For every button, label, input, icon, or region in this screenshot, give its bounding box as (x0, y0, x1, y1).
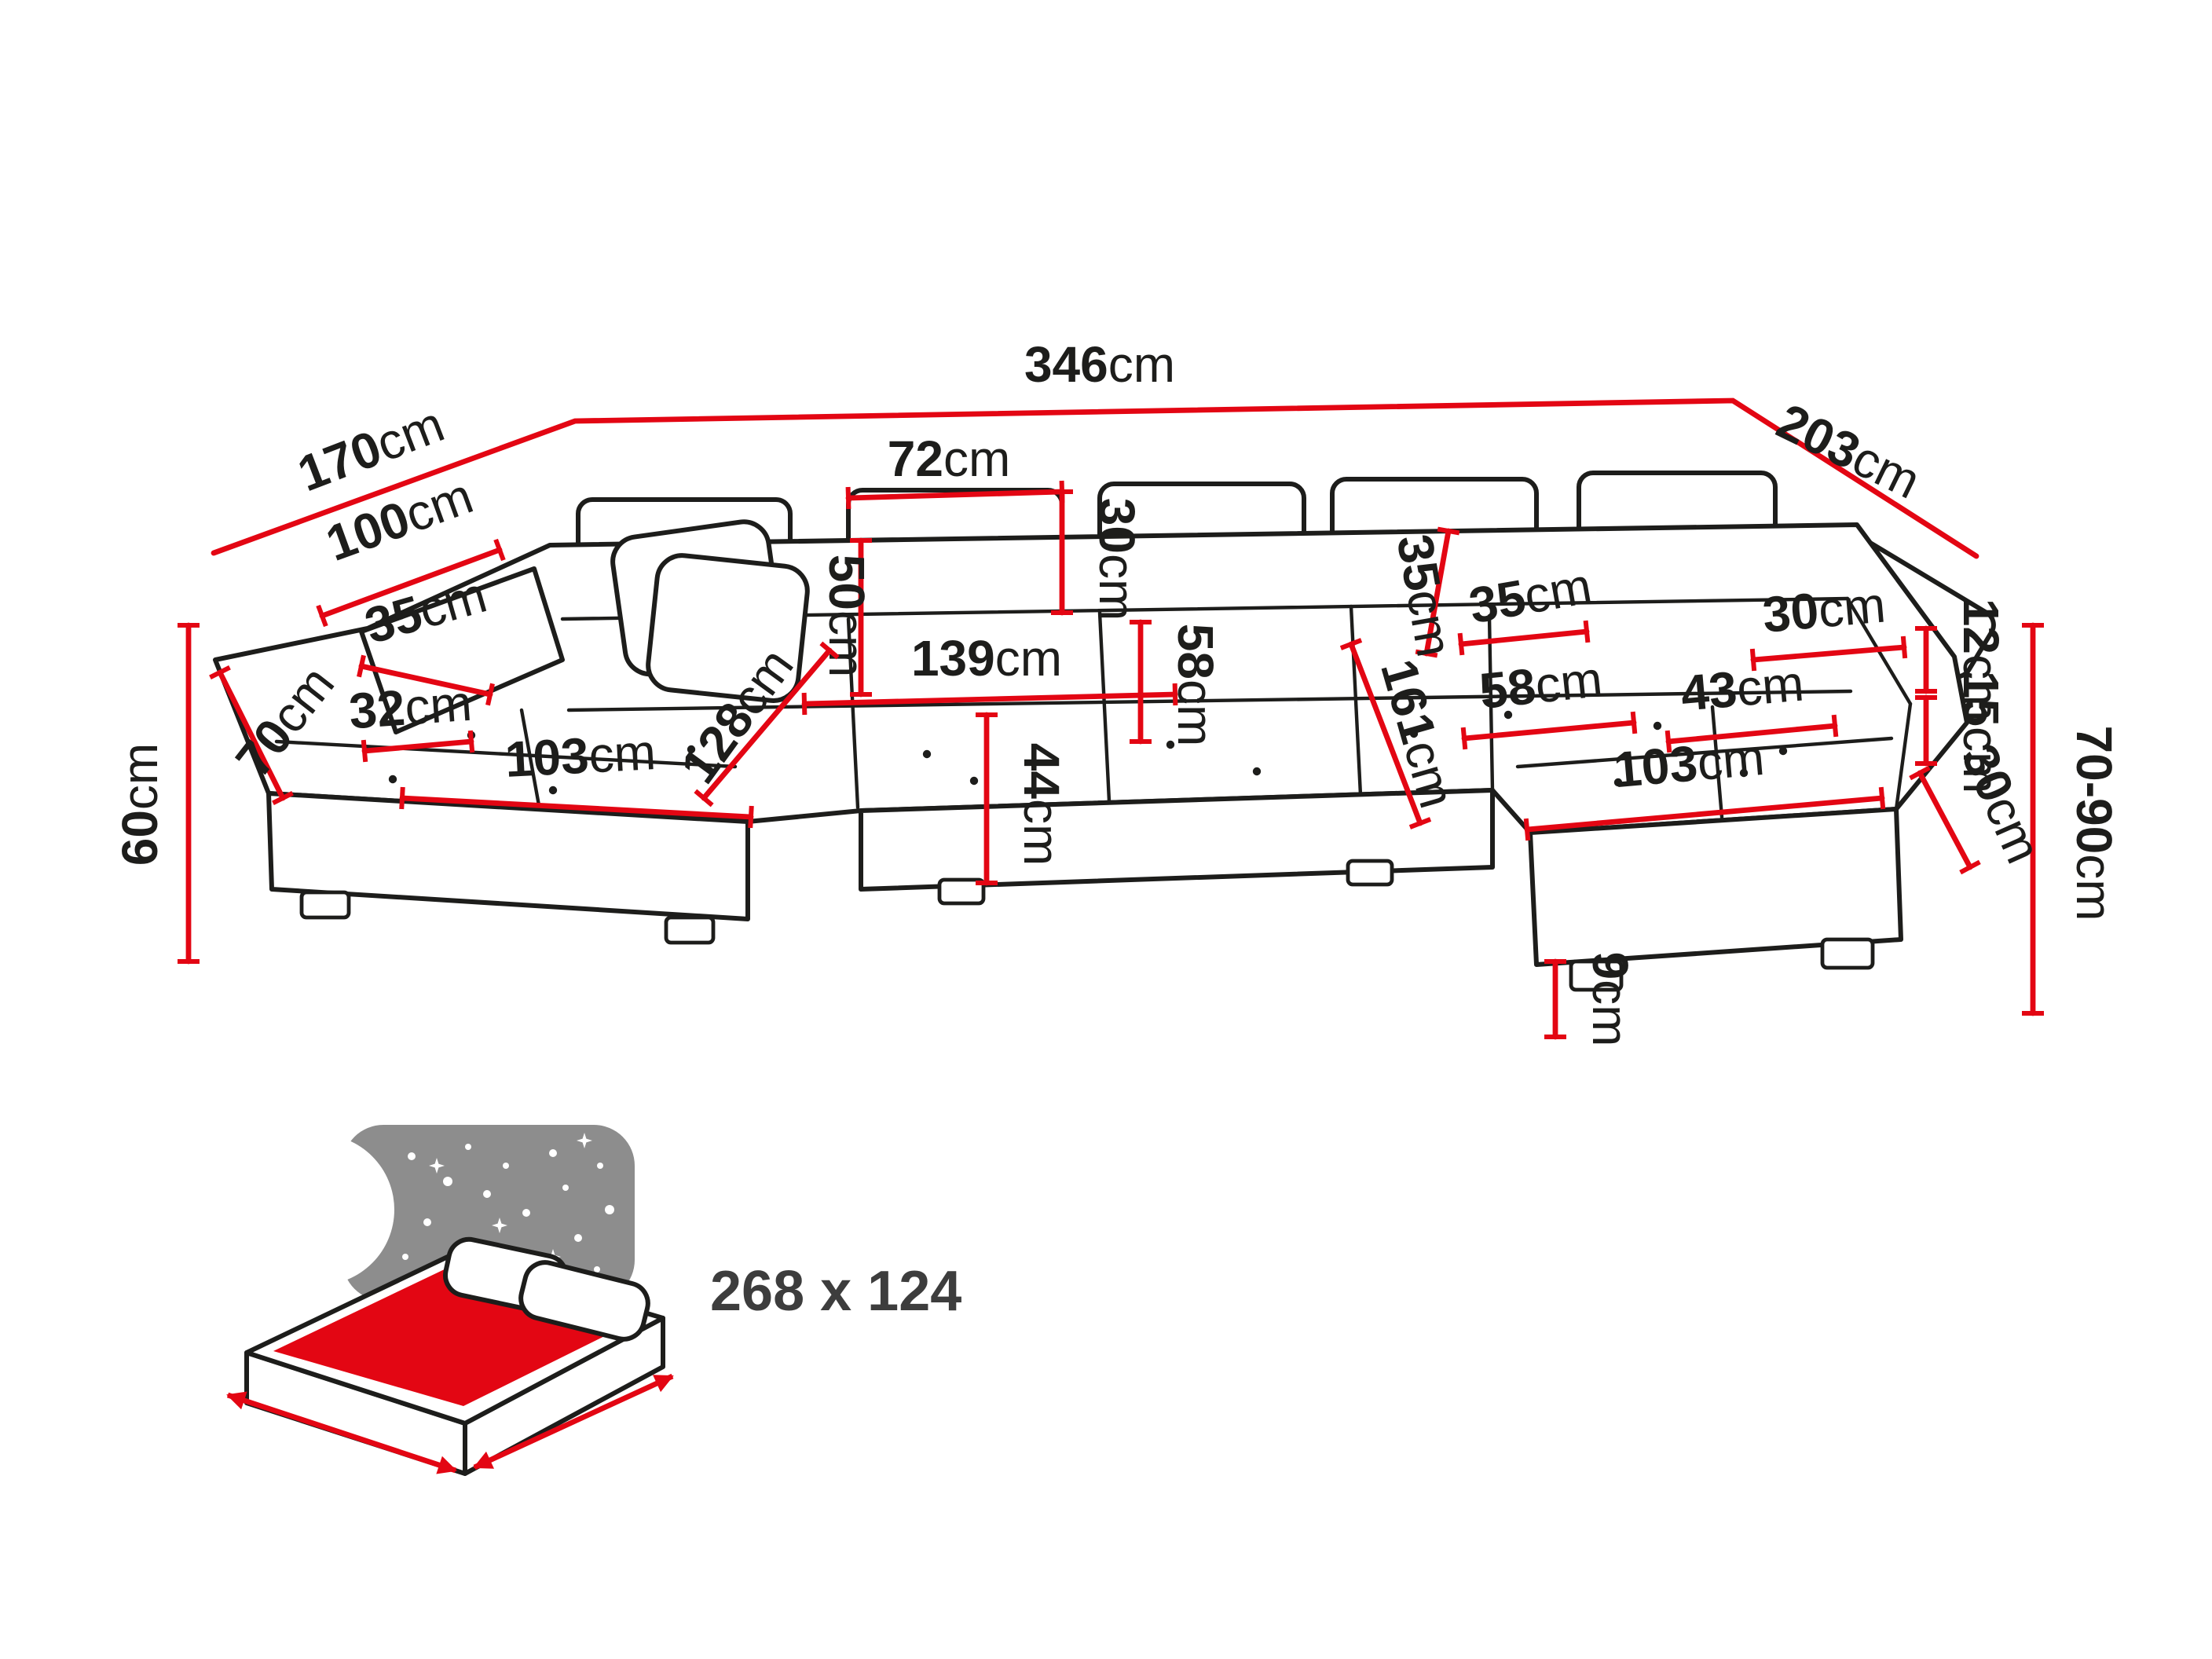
dimension-frame-line (211, 397, 1979, 559)
dim-center-width-label: 139cm (911, 630, 1062, 687)
dim-right-back-width-label: 30cm (1760, 576, 1888, 643)
sleep-function-icon: 268 x 124 (226, 1125, 961, 1476)
dim-right-seat-width-label: 43cm (1679, 654, 1806, 721)
dim-corner-back-width: 35cm (1457, 557, 1596, 656)
dim-headrest-width: 72cm (845, 430, 1065, 510)
dim-right-seat-depth-label: 58cm (1477, 650, 1605, 720)
dim-center-width-line (801, 683, 1178, 716)
dim-left-chaise-length: 103cm (399, 723, 754, 829)
dim-backrest-height-label: 50cm (819, 555, 875, 678)
dim-right-edge-a: 12cm (1915, 599, 2009, 722)
dim-seat-front-height-label: 44cm (1013, 743, 1070, 866)
dim-right-side-depth-label: 203cm (1769, 393, 1929, 510)
dim-left-arm-width-line (357, 654, 495, 706)
dim-back-width: 346cm (1024, 336, 1175, 393)
dim-headrest-height-label: 30cm (1089, 498, 1145, 621)
dim-back-width-label: 346cm (1024, 336, 1175, 393)
dim-right-back-width-line (1749, 635, 1908, 672)
dim-right-edge-a-label: 12cm (1953, 599, 2009, 722)
dim-left-seat-depth-line (694, 641, 840, 808)
bed-icon (226, 1236, 674, 1476)
dim-corner-back-width-line (1457, 620, 1591, 656)
dim-right-chaise-length-label: 103cm (1611, 729, 1767, 798)
dim-seat-front-height: 44cm (976, 712, 1070, 886)
dim-headrest-width-label: 72cm (888, 430, 1011, 487)
dim-center-width: 139cm (801, 630, 1178, 716)
dim-right-side-height-label: 70-90cm (2066, 726, 2122, 921)
dim-right-side-height: 70-90cm (2022, 622, 2122, 1016)
dim-left-side-height-label: 60cm (112, 743, 168, 866)
bed-size-label: 268 x 124 (710, 1260, 961, 1323)
dim-corner-back-height-line (1415, 526, 1460, 658)
dim-left-chaise-length-line (399, 786, 754, 829)
bed-width-arrow (473, 1373, 674, 1470)
dim-backrest-height: 50cm (819, 537, 875, 698)
dim-left-arm-front: 32cm (347, 675, 475, 763)
dim-headrest-width-line (845, 480, 1065, 510)
dim-headrest-height: 30cm (1051, 489, 1145, 621)
dim-right-chaise-length: 103cm (1523, 729, 1886, 841)
bed-length-arrow (226, 1391, 457, 1474)
dim-leg-height-label: 9cm (1582, 952, 1639, 1047)
dim-left-arm-top-line (316, 538, 506, 628)
dim-center-seat-depth: 58cm (1130, 619, 1224, 747)
dim-right-side-depth: 203cm (1769, 393, 1929, 510)
dim-left-side-height: 60cm (112, 622, 200, 965)
dim-right-back-width: 30cm (1749, 576, 1908, 672)
dim-left-chaise-length-label: 103cm (504, 723, 657, 788)
dim-corner-back-width-label: 35cm (1465, 557, 1596, 634)
dim-right-seat-depth: 58cm (1460, 650, 1638, 750)
dim-right-seat-diagonal-line (1339, 638, 1432, 830)
bed-pillow (518, 1260, 650, 1342)
dim-left-chaise-width-line (209, 665, 294, 805)
moon-crescent (244, 1134, 394, 1285)
dim-right-chaise-length-line (1523, 786, 1886, 841)
dim-right-arm-side-line (1909, 765, 1981, 875)
dim-left-arm-front-line (361, 730, 475, 763)
dim-right-seat-depth-line (1460, 711, 1638, 750)
night-wall (342, 1125, 635, 1301)
sofa-legs (299, 859, 1875, 992)
dim-right-seat-width-line (1664, 714, 1839, 753)
dim-right-arm-side-label: 30cm (1950, 736, 2052, 871)
dim-left-arm-front-label: 32cm (347, 675, 474, 740)
dim-center-seat-depth-label: 58cm (1167, 624, 1224, 747)
dim-leg-height: 9cm (1544, 952, 1639, 1047)
